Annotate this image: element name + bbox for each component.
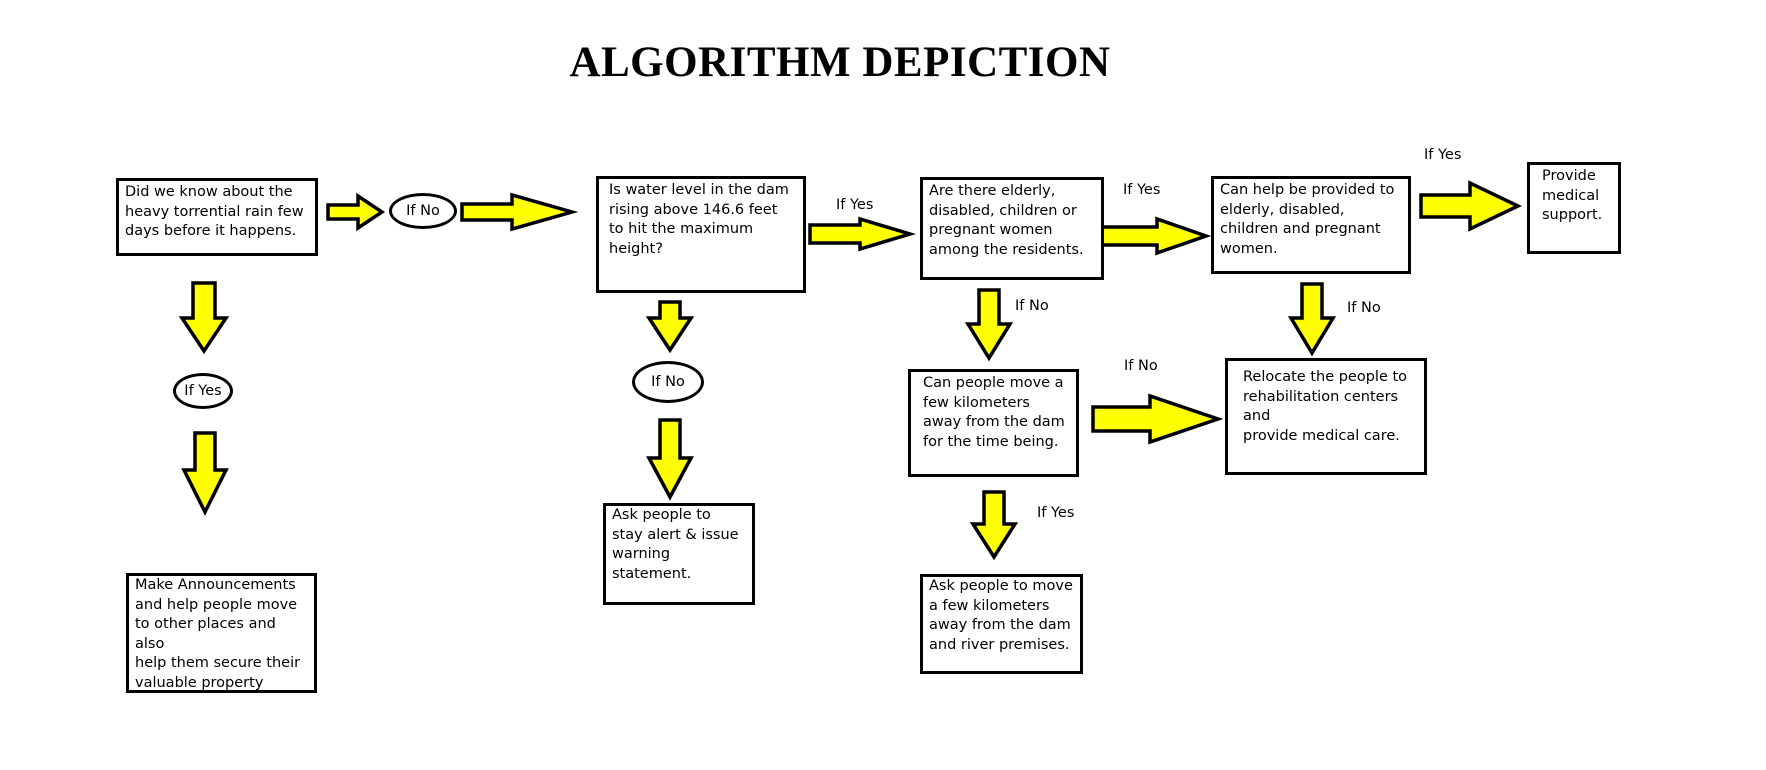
arrow-vulnerable-to-help <box>1098 216 1212 256</box>
arrow-water-to-ifno <box>645 300 695 354</box>
node-announcements: Make Announcements and help people move … <box>126 573 317 693</box>
arrow-rain-to-ifno <box>326 192 386 232</box>
arrow-help-to-relocate <box>1287 282 1337 357</box>
arrow-water-to-vulnerable <box>808 216 917 252</box>
diagram-title: ALGORITHM DEPICTION <box>569 39 1111 86</box>
label-if-no-help: If No <box>1347 300 1381 316</box>
node-vulnerable: Are there elderly, disabled, children or… <box>920 177 1104 280</box>
arrow-rain-to-ifyes <box>178 281 230 355</box>
arrow-move-to-relocate <box>1091 393 1224 445</box>
oval-if-no-water: If No <box>632 361 704 403</box>
node-stay-alert: Ask people to stay alert & issue warning… <box>603 503 755 605</box>
oval-if-no-rain: If No <box>389 193 457 229</box>
node-move-away: Can people move a few kilometers away fr… <box>908 369 1079 477</box>
node-help-provided: Can help be provided to elderly, disable… <box>1211 176 1411 274</box>
label-if-yes-help: If Yes <box>1424 147 1462 163</box>
node-rain-known: Did we know about the heavy torrential r… <box>116 178 318 256</box>
node-water-level: Is water level in the dam rising above 1… <box>596 176 806 293</box>
arrow-ifyes-to-announce <box>181 431 229 516</box>
oval-if-yes-rain: If Yes <box>173 373 233 409</box>
arrow-ifno-to-alert <box>646 418 694 501</box>
label-if-no-vulnerable: If No <box>1015 298 1049 314</box>
node-medical-support: Provide medical support. <box>1527 162 1621 254</box>
arrow-help-to-medical <box>1419 180 1523 232</box>
label-if-yes-water: If Yes <box>836 197 874 213</box>
arrow-move-to-askmove <box>969 490 1019 561</box>
label-if-no-move: If No <box>1124 358 1158 374</box>
arrow-vulnerable-to-move <box>964 288 1014 362</box>
arrow-ifno-to-water <box>460 192 579 232</box>
node-relocate: Relocate the people to rehabilitation ce… <box>1225 358 1427 475</box>
label-if-yes-vulnerable: If Yes <box>1123 182 1161 198</box>
node-ask-move-km: Ask people to move a few kilometers away… <box>920 574 1083 674</box>
label-if-yes-move: If Yes <box>1037 505 1075 521</box>
